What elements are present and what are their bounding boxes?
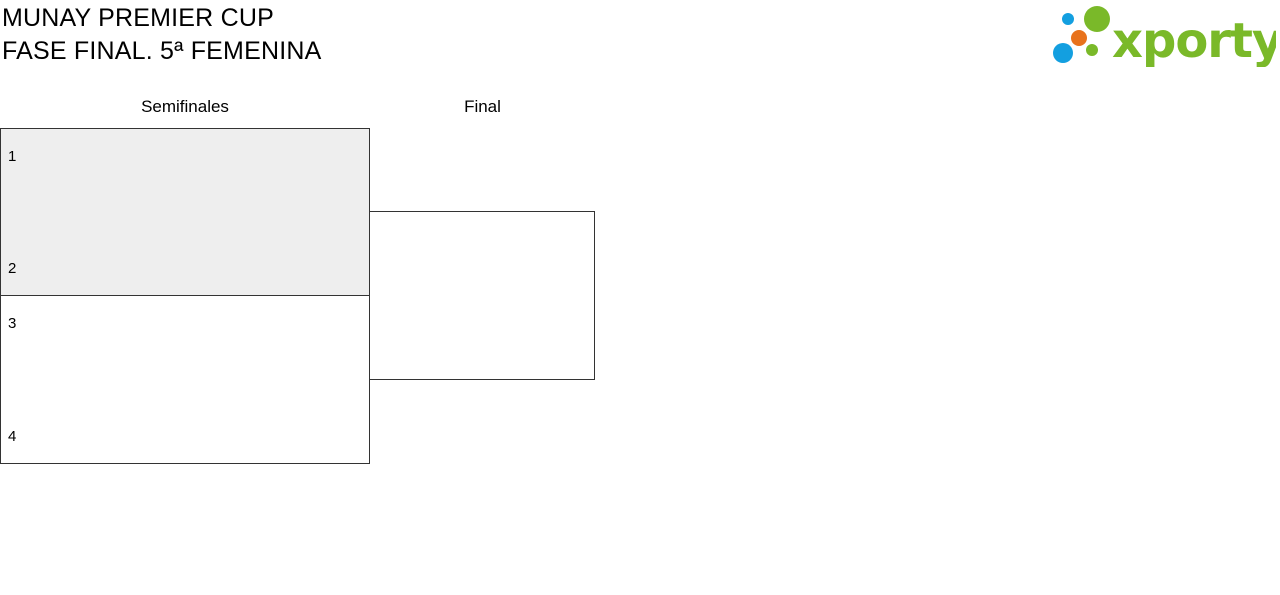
seed-1: 1 <box>8 148 17 165</box>
round-heading-semifinals: Semifinales <box>141 97 229 116</box>
title-block: MUNAY PREMIER CUP FASE FINAL. 5ª FEMENIN… <box>2 2 321 68</box>
semifinal-match-1: 1 2 <box>0 128 370 296</box>
xporty-logo-icon: xporty <box>1053 6 1276 67</box>
seed-4: 4 <box>8 428 17 445</box>
seed-2: 2 <box>8 260 17 277</box>
xporty-logo-text: xporty <box>1112 13 1276 67</box>
final-match <box>369 211 595 380</box>
phase-subtitle: FASE FINAL. 5ª FEMENINA <box>2 37 322 65</box>
tournament-title: MUNAY PREMIER CUP <box>2 4 274 32</box>
xporty-logo: xporty <box>1050 3 1276 67</box>
seed-3: 3 <box>8 315 17 332</box>
semifinal-match-2: 3 4 <box>0 295 370 464</box>
round-heading-final: Final <box>464 97 501 116</box>
